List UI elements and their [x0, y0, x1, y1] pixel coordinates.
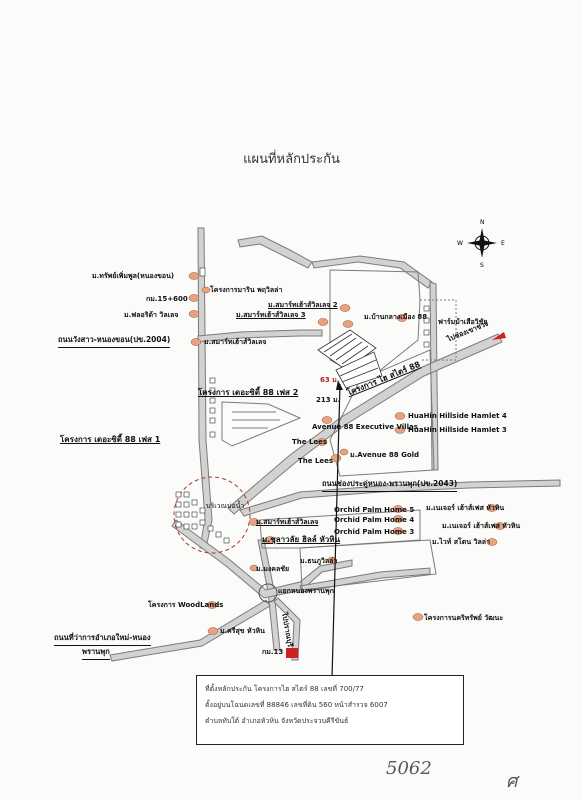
compass-rose: N S W E	[457, 219, 505, 268]
marker-exec	[321, 416, 333, 424]
label-city1: โครงการ เดอะซิตี้ 88 เฟส 1	[60, 435, 161, 444]
info-line-2: ตั้งอยู่บนโฉนดเลขที่ 88846 เลขที่ดิน 560…	[205, 701, 388, 709]
marker-hamlet4	[394, 412, 406, 420]
label-junction: แยกหนองพรานพุก	[278, 587, 334, 595]
marker-chula	[264, 536, 276, 544]
road-label-2043: ถนนช่องประดู่หนอง-พรานพุก(ปข.2043)	[322, 478, 457, 492]
marker-white	[486, 538, 498, 546]
road-label-2004: ถนนวังสาว-หนองขอน(ปข.2004)	[58, 334, 170, 348]
marker-smart3b	[342, 320, 354, 328]
label-63m: 63 ม.	[320, 376, 340, 384]
marker-hamlet3	[394, 426, 406, 434]
label-orchid5: Orchid Palm Home 5	[334, 506, 415, 514]
compass-s: S	[480, 262, 484, 268]
marker-orchid3	[392, 527, 404, 535]
marker-smart3	[317, 318, 329, 326]
collateral-info-box: ที่ตั้งหลักประกัน โครงการไฮ สไตร์ 88 เลข…	[196, 675, 464, 745]
compass-e: E	[501, 240, 505, 247]
road-north-east	[311, 255, 433, 289]
road-label-district: ถนนที่ว่าการอำเภอใหม่-หนอง	[54, 632, 151, 646]
pond-area-circle	[173, 476, 251, 554]
marker-km15	[188, 294, 200, 302]
label-smart: ม.สมาร์ทเฮ้าส์วิลเลจ	[204, 338, 267, 346]
label-213m: 213 ม.	[316, 396, 341, 404]
handwritten-signature: ศ	[506, 771, 518, 792]
handwritten-number: 5062	[386, 758, 432, 779]
label-orchid3: Orchid Palm Home 3	[334, 528, 415, 536]
road-label-district2: พรานพุก	[82, 646, 110, 660]
road-district-west	[109, 599, 271, 662]
map-title: แผนที่หลักประกัน	[243, 152, 340, 167]
marker-thanu	[327, 556, 337, 564]
farm-outline	[420, 299, 457, 361]
marker-mongkhon	[249, 564, 259, 572]
marker-smartb	[248, 518, 260, 526]
project-block-1	[317, 329, 377, 371]
label-gold: ม.Avenue 88 Gold	[350, 451, 420, 459]
label-florida: ม.ฟลอริด้า วิลเลจ	[124, 311, 179, 319]
road-pranburi	[273, 597, 301, 661]
plot-east	[329, 269, 421, 381]
marker-nakarin	[412, 613, 424, 621]
pointer-line	[331, 383, 341, 679]
road-district	[171, 519, 353, 599]
city2-plot	[221, 401, 302, 447]
label-smart3: ม.สมาร์ทเฮ้าส์วิลเลจ 3	[236, 311, 306, 319]
marker-woodlands	[206, 601, 218, 609]
marker-lees1	[316, 438, 328, 446]
marker-baan	[396, 314, 408, 322]
label-baan: ม.บ้านกลางเมือง 88	[364, 313, 428, 321]
info-line-1: ที่ตั้งหลักประกัน โครงการไฮ สไตร์ 88 เลข…	[205, 685, 364, 693]
marker-smart2	[339, 304, 351, 312]
marker-nature2	[494, 522, 506, 530]
label-km13: กม.13	[262, 648, 284, 656]
label-exec: Avenue 88 Executive Villas	[312, 423, 418, 431]
marker-florida	[188, 310, 200, 318]
road-main-diagonal	[227, 333, 503, 515]
compass-w: W	[457, 240, 463, 247]
label-city2: โครงการ เดอะซิตี้ 88 เฟส 2	[198, 388, 299, 397]
label-nature2: ม.เนเจอร์ เฮ้าส์เฟส หัวหิน	[442, 522, 521, 530]
label-pond: บริเวณบ่อน้ำ	[206, 502, 245, 510]
label-white: ม.ไวท์ สโตน วิลล่า	[432, 538, 491, 546]
label-marin: โครงการมาริน พฤวิลล่า	[210, 286, 283, 294]
label-srisuk: ม.ศรีสุข หัวหิน	[220, 627, 265, 635]
road-2004	[197, 329, 323, 343]
marker-srisuk	[207, 627, 219, 635]
label-woodlands: โครงการ WoodLands	[148, 601, 224, 609]
marker-sathit	[188, 272, 200, 280]
label-farm: ฟาร์มม้าเสือวิชัย	[438, 318, 488, 326]
label-smart2: ม.สมาร์ทเฮ้าส์วิลเลจ 2	[268, 301, 338, 309]
arrow-to-pass	[492, 332, 506, 340]
label-smart-b: ม.สมาร์ทเฮ้าส์วิลเลจ	[256, 518, 319, 526]
label-hamlet4: HuaHin Hillside Hamlet 4	[408, 412, 507, 420]
label-lees2: The Lees	[298, 457, 334, 465]
label-chula: ม.ชุลาวลัย ฮิลล์ หัวหิน	[262, 535, 340, 544]
label-orchid4: Orchid Palm Home 4	[334, 516, 415, 524]
label-thanu: ม.ธนภูวิลล่า	[300, 557, 338, 565]
plot-lower	[299, 539, 437, 591]
compass-n: N	[480, 219, 485, 226]
label-km15: กม.15+600	[146, 295, 188, 303]
marker-nature	[486, 504, 498, 512]
junction-circle	[258, 583, 278, 603]
marker-orchid4	[392, 515, 404, 523]
label-nature: ม.เนเจอร์ เฮ้าส์เฟส หัวหิน	[426, 504, 505, 512]
marker-marin	[201, 286, 211, 294]
label-hamlet3: HuaHin Hillside Hamlet 3	[408, 426, 507, 434]
label-nakarin: โครงการนคริทรัพย์ วัฒนะ	[424, 614, 504, 622]
label-lees1: The Lees	[292, 438, 328, 446]
info-line-3: ตำบลทับใต้ อำเภอหัวหิน จังหวัดประจวบคีรี…	[205, 717, 349, 725]
marker-orchid5	[392, 505, 404, 513]
arrow-to-pranburi	[286, 648, 298, 658]
road-north	[237, 235, 313, 269]
marker-smart	[190, 338, 202, 346]
plot-hillside	[329, 349, 435, 477]
marker-gold	[339, 448, 349, 456]
label-mongkhon: ม.มงคลชัย	[256, 565, 290, 573]
label-sathit: ม.ทรัพย์เพิ่มพูล(หนองขอน)	[92, 272, 175, 280]
